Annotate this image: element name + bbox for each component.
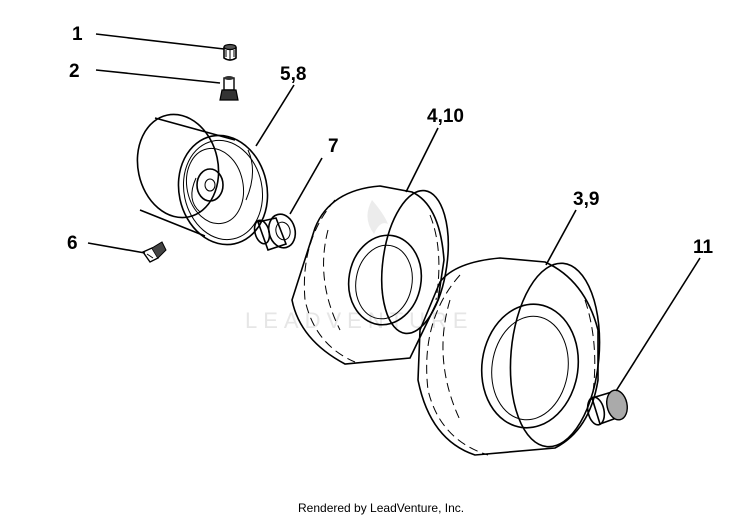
- callout-2: 2: [69, 61, 80, 82]
- part-valve-stem[interactable]: [219, 76, 239, 101]
- watermark-text: LEADVENTURE: [245, 308, 474, 333]
- part-front-tire[interactable]: [291, 185, 457, 365]
- leader-2: [95, 69, 221, 84]
- callout-5-8: 5,8: [280, 64, 306, 85]
- callout-11: 11: [693, 237, 714, 258]
- callout-6: 6: [67, 233, 78, 254]
- watermark-logo: LEADVENTURE: [245, 200, 474, 333]
- callout-4-10: 4,10: [427, 106, 464, 127]
- leader-11: [615, 257, 701, 392]
- leader-1: [95, 33, 225, 50]
- callout-1: 1: [72, 24, 83, 45]
- part-hub-cap[interactable]: [585, 388, 630, 426]
- part-rear-tire[interactable]: [417, 257, 607, 456]
- leader-4-10: [405, 127, 439, 193]
- part-wheel-rim[interactable]: [128, 107, 277, 253]
- leader-7: [289, 157, 323, 215]
- footer-credit: Rendered by LeadVenture, Inc.: [298, 501, 464, 515]
- leader-5-8: [255, 84, 295, 147]
- part-bushing[interactable]: [252, 211, 299, 252]
- leader-3-9: [545, 209, 577, 266]
- callout-7: 7: [328, 136, 339, 157]
- leader-6: [87, 242, 146, 254]
- part-valve-cap[interactable]: [223, 43, 237, 61]
- callout-3-9: 3,9: [573, 189, 599, 210]
- part-grease-fitting[interactable]: [141, 241, 167, 263]
